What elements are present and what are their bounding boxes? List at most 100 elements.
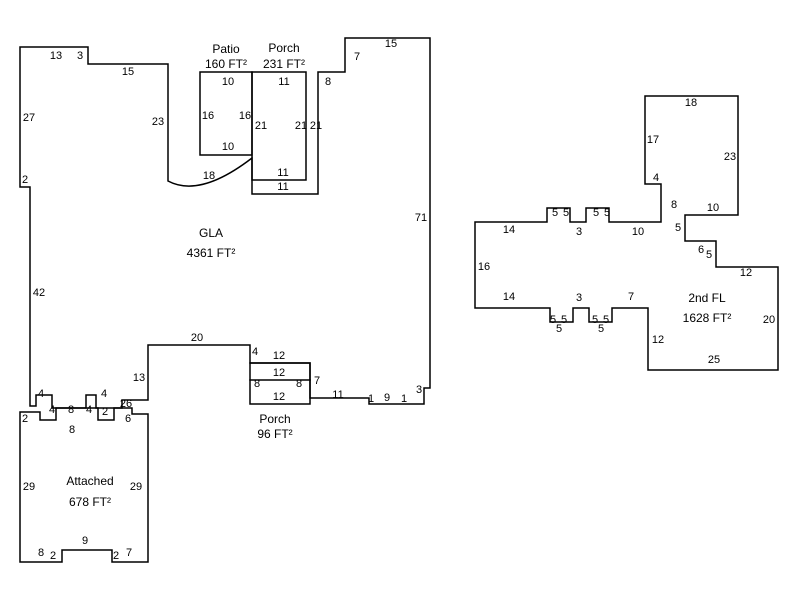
dimension-label: 5 [604, 207, 610, 219]
dimension-label: 10 [222, 141, 234, 153]
area-value-label: 160 FT² [205, 57, 247, 71]
dimension-label: 2 [50, 550, 56, 562]
dimension-label: 16 [478, 261, 490, 273]
area-name-label: Porch [259, 412, 290, 426]
dimension-label: 4 [101, 388, 107, 400]
dimension-label: 3 [576, 226, 582, 238]
dimension-label: 23 [152, 116, 164, 128]
dimension-label: 5 [561, 314, 567, 326]
dimension-label: 16 [202, 110, 214, 122]
dimension-label: 8 [325, 76, 331, 88]
dimension-label: 27 [23, 112, 35, 124]
area-name-label: Attached [66, 474, 113, 488]
dimension-label: 11 [278, 76, 289, 88]
area-value-label: 1628 FT² [683, 311, 732, 325]
dimension-label: 71 [415, 212, 427, 224]
dimension-label: 11 [332, 389, 343, 401]
dimension-label: 4 [653, 172, 659, 184]
area-value-label: 4361 FT² [187, 246, 236, 260]
dimension-label: 1 [401, 393, 407, 405]
dimension-label: 8 [296, 378, 302, 390]
dimension-label: 16 [239, 110, 251, 122]
dimension-label: 21 [255, 120, 267, 132]
dimension-label: 4 [49, 404, 55, 416]
dimension-label: 5 [593, 207, 599, 219]
dimension-label: 7 [314, 375, 320, 387]
dimension-label: 9 [82, 535, 88, 547]
dimension-label: 2 [22, 413, 28, 425]
dimension-label: 2 [102, 406, 108, 418]
area-name-label: GLA [199, 226, 223, 240]
dimension-label: 2 [113, 550, 119, 562]
dimension-label: 12 [273, 367, 285, 379]
dimension-label: 8 [671, 199, 677, 211]
dimension-label: 3 [416, 384, 422, 396]
dimension-label: 5 [706, 249, 712, 261]
dimension-label: 15 [122, 66, 134, 78]
area-value-label: 231 FT² [263, 57, 305, 71]
dimension-label: 12 [652, 334, 664, 346]
dimension-label: 20 [763, 314, 775, 326]
dimension-label: 5 [603, 314, 609, 326]
dimension-label: 10 [707, 202, 719, 214]
area-name-label: 2nd FL [688, 291, 726, 305]
gla-outline [19, 37, 431, 409]
dimension-label: 8 [254, 378, 260, 390]
porch-top-outline [251, 71, 307, 181]
dimension-label: 13 [50, 50, 62, 62]
dimension-label: 11 [277, 181, 288, 193]
dimension-label: 8 [69, 424, 75, 436]
dimension-label: 5 [556, 323, 562, 335]
dimension-label: 5 [550, 314, 556, 326]
area-name-label: Porch [268, 41, 299, 55]
dimension-label: 26 [120, 398, 132, 410]
dimension-label: 4 [38, 388, 44, 400]
dimension-label: 2 [22, 174, 28, 186]
porch-bottom-outline [249, 362, 311, 405]
dimension-label: 12 [273, 350, 285, 362]
dimension-label: 21 [295, 120, 307, 132]
area-value-label: 678 FT² [69, 495, 111, 509]
dimension-label: 6 [125, 413, 131, 425]
dimension-label: 5 [675, 222, 681, 234]
dimension-label: 10 [632, 226, 644, 238]
area-name-label: Patio [212, 42, 240, 56]
second-floor-outline [474, 95, 779, 371]
area-value-label: 96 FT² [257, 427, 292, 441]
dimension-label: 20 [191, 332, 203, 344]
dimension-label: 4 [252, 346, 258, 358]
dimension-label: 17 [647, 134, 659, 146]
dimension-label: 18 [685, 97, 697, 109]
dimension-label: 18 [203, 170, 215, 182]
dimension-label: 14 [503, 224, 515, 236]
dimension-label: 15 [385, 38, 397, 50]
dimension-label: 8 [68, 404, 74, 416]
dimension-label: 42 [33, 287, 45, 299]
dimension-label: 8 [38, 547, 44, 559]
dimension-label: 7 [628, 291, 634, 303]
dimension-label: 3 [576, 292, 582, 304]
attached-outline [19, 407, 149, 563]
dimension-label: 5 [592, 314, 598, 326]
dimension-label: 9 [384, 392, 390, 404]
dimension-label: 6 [698, 244, 704, 256]
dimension-label: 10 [222, 76, 234, 88]
dimension-label: 3 [77, 50, 83, 62]
dimension-label: 12 [740, 267, 752, 279]
dimension-label: 29 [130, 481, 142, 493]
dimension-label: 11 [277, 167, 288, 179]
dimension-label: 4 [86, 404, 92, 416]
dimension-label: 5 [598, 323, 604, 335]
dimension-label: 7 [126, 547, 132, 559]
dimension-label: 23 [724, 151, 736, 163]
dimension-label: 25 [708, 354, 720, 366]
dimension-label: 5 [552, 207, 558, 219]
dimension-label: 14 [503, 291, 515, 303]
dimension-label: 1 [368, 393, 374, 405]
dimension-label: 13 [133, 372, 145, 384]
dimension-label: 21 [310, 120, 322, 132]
dimension-label: 12 [273, 391, 285, 403]
dimension-label: 29 [23, 481, 35, 493]
